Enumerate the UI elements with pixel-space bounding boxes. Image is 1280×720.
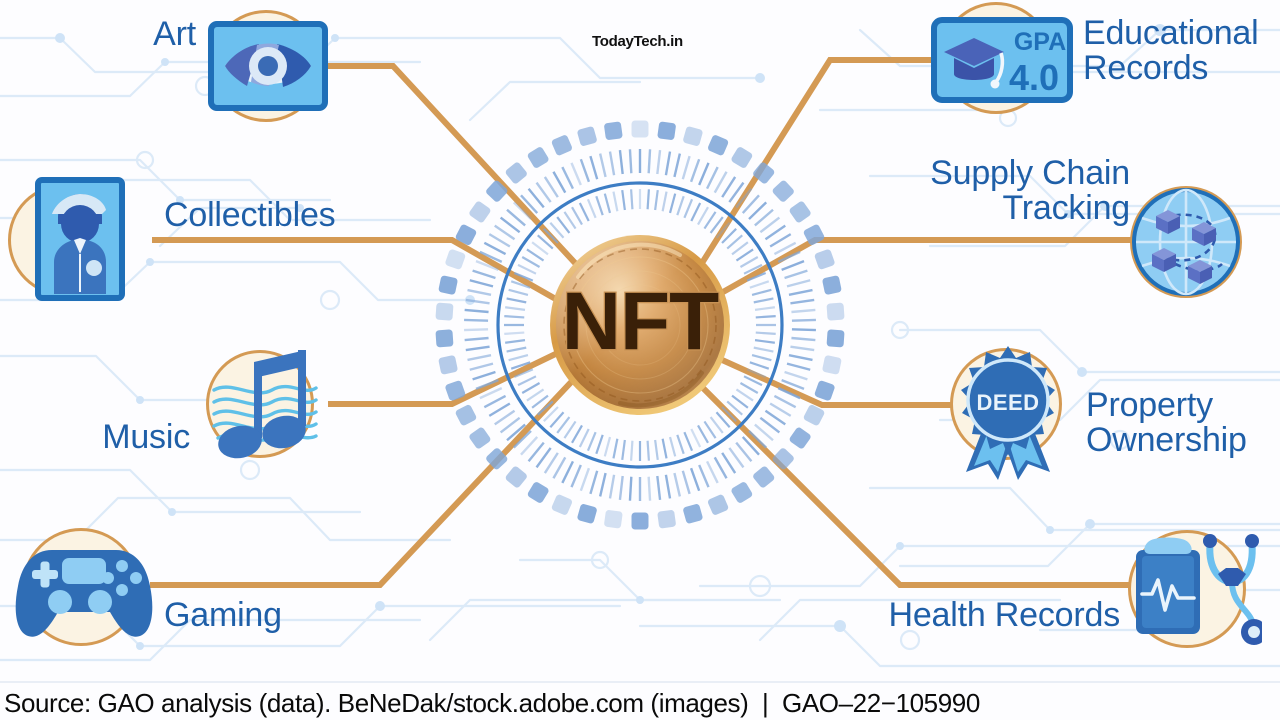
eye-icon [208, 21, 328, 111]
gpa-label: GPA [1014, 28, 1066, 56]
connector-property [698, 347, 952, 408]
hub-solid-circle [496, 181, 784, 469]
hub-outer-tick-ring [464, 149, 816, 501]
connector-collectibles [152, 237, 577, 313]
gamepad-icon [15, 550, 153, 637]
connector-music [328, 344, 572, 407]
stethoscope [1203, 534, 1262, 645]
nft-coin: NFT [550, 235, 730, 415]
connector-art [325, 63, 603, 293]
node-label-collectibles: Collectibles [164, 196, 336, 234]
source-caption: Source: GAO analysis (data). BeNeDak/sto… [4, 688, 980, 718]
nft-coin-label: NFT [562, 276, 719, 367]
connector-education [687, 57, 935, 284]
hub-outer-square-ring [435, 120, 845, 530]
footer-divider [0, 681, 1280, 683]
deed-seal-icon: DEED [961, 346, 1055, 480]
connector-gaming [150, 375, 578, 588]
hub-inner-tick-ring [504, 189, 776, 461]
gpa-value: 4.0 [1009, 57, 1059, 98]
watermark: TodayTech.in [592, 33, 683, 50]
node-label-gaming: Gaming [164, 596, 282, 634]
trading-card-icon [35, 177, 125, 301]
globe-boxes-icon [1132, 188, 1240, 296]
connector-health [687, 372, 1145, 588]
supply-boxes [1152, 210, 1216, 284]
clipboard-ecg-icon [1136, 534, 1262, 645]
music-note-icon [212, 350, 318, 459]
clipboard [1136, 537, 1200, 634]
graduation-cap-icon: GPA 4.0 [931, 17, 1073, 103]
node-label-health: Health Records [888, 596, 1120, 634]
node-label-art: Art [153, 15, 196, 53]
deed-label: DEED [976, 390, 1039, 415]
node-label-music: Music [102, 418, 190, 456]
